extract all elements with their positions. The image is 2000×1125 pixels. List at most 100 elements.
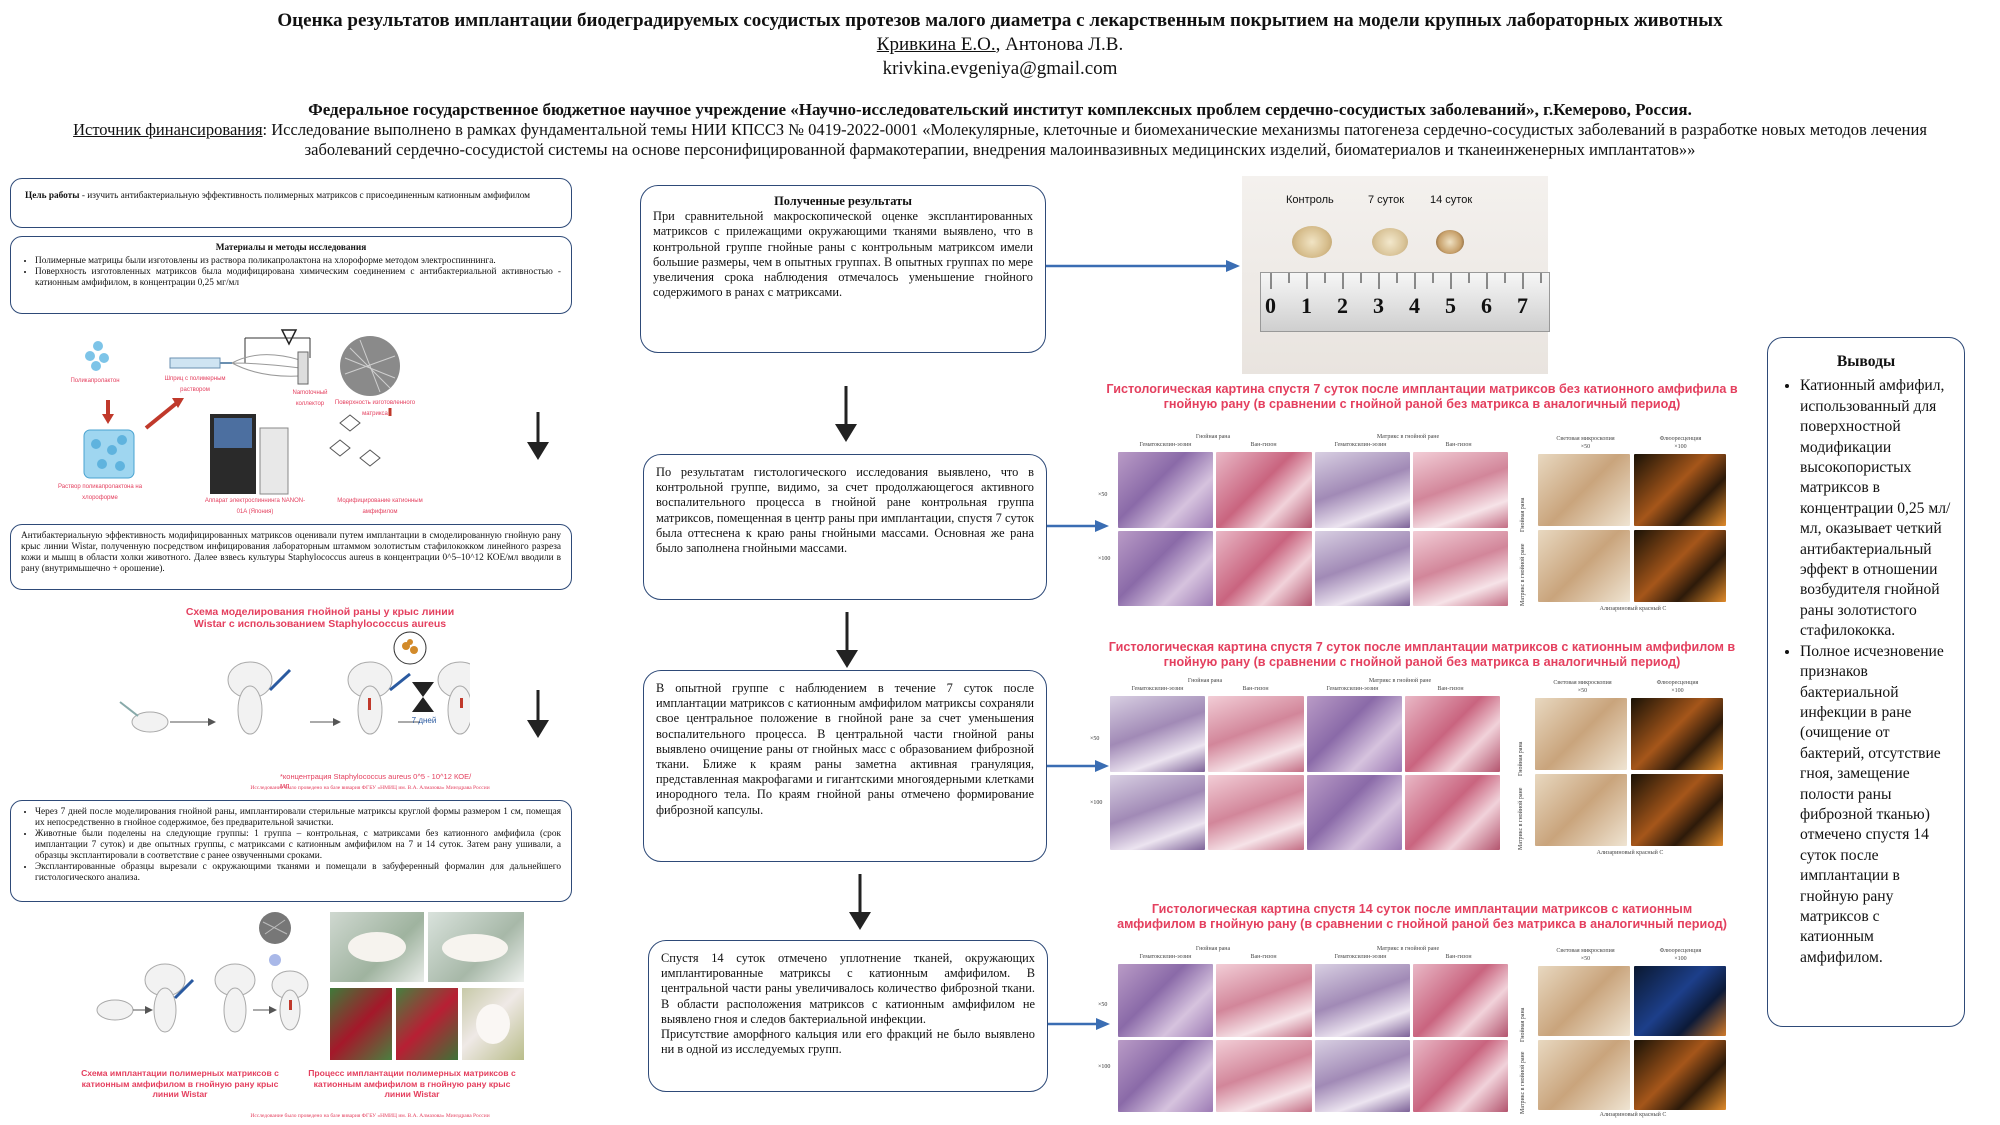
scheme1-days: 7 дней <box>411 716 437 725</box>
ruler-ticks <box>1270 273 1542 289</box>
methods-list: Полимерные матрицы были изготовлены из р… <box>21 256 561 289</box>
fluorescence-image <box>1634 966 1726 1036</box>
right-arrow-icon <box>1047 760 1109 772</box>
side-row-label: Гнойная рана <box>1518 741 1524 776</box>
histology-image <box>1118 964 1214 1037</box>
grid-header: Матрикс в гнойной ране <box>1376 434 1440 440</box>
funding-text: : Исследование выполнено в рамках фундам… <box>262 120 1927 159</box>
mag-label: ×50 <box>1098 1002 1108 1008</box>
poster-title: Оценка результатов имплантации биодеград… <box>277 10 1723 31</box>
ruler: 0 1 2 3 4 5 6 7 <box>1260 272 1550 332</box>
label-collector: Namotочный коллектор <box>292 390 328 407</box>
microscopy-image <box>1538 1040 1630 1110</box>
efficacy-text: Антибактериальную эффективность модифици… <box>21 531 561 574</box>
side-sub: ×100 <box>1671 688 1684 694</box>
fluorescence-image <box>1634 530 1726 602</box>
photo-rat-3 <box>462 988 524 1060</box>
side-sub: ×100 <box>1674 956 1687 962</box>
side-sub: ×50 <box>1577 688 1588 694</box>
side-row-label: Матрикс в гнойной ране <box>1520 1051 1526 1114</box>
label-pcl: Поликапролактон <box>70 378 120 384</box>
conclusion-item: Катионный амфифил, использованный для по… <box>1800 376 1954 641</box>
histology-image <box>1314 530 1410 606</box>
mag-label: ×50 <box>1090 736 1100 742</box>
histology-image <box>1118 530 1214 606</box>
conclusion-item: Полное исчезновение признаков бактериаль… <box>1800 642 1954 969</box>
conclusions-box: Выводы Катионный амфифил, использованный… <box>1767 337 1965 1027</box>
histology-image <box>1216 1039 1312 1112</box>
methods-box: Материалы и методы исследования Полимерн… <box>10 236 572 314</box>
funding-label: Источник финансирования <box>73 120 263 139</box>
histology-text: По результатам гистологического исследов… <box>656 465 1034 556</box>
electrospinning-illustration <box>83 329 400 495</box>
sample-14d <box>1436 230 1464 254</box>
ruler-num: 0 <box>1265 293 1276 318</box>
exp14-text-2: Присутствие аморфного кальция или его фр… <box>661 1027 1035 1057</box>
side-header: Световая микроскопия <box>1556 948 1615 954</box>
grid-header: Гнойная рана <box>1187 678 1223 684</box>
results-box: Полученные результаты При сравнительной … <box>640 185 1046 353</box>
side-row-label: Гнойная рана <box>1520 1007 1526 1042</box>
down-arrow-icon <box>527 412 549 460</box>
side-header: Световая микроскопия <box>1553 680 1612 686</box>
fluorescence-image <box>1631 698 1723 770</box>
microscopy-image <box>1535 774 1627 846</box>
author-email: krivkina.evgeniya@gmail.com <box>882 58 1118 79</box>
histology-panel-3: ×50 ×100 Гнойная рана Матрикс в гнойной … <box>1098 946 1758 1122</box>
histology-panel-1-title: Гистологическая картина спустя 7 суток п… <box>1106 382 1738 411</box>
scheme1-source: Исследование было проведено на базе вива… <box>250 785 490 791</box>
photo-wound-1 <box>330 988 392 1060</box>
fluorescence-image <box>1634 1040 1726 1110</box>
label-apparatus: Аппарат электроспиннинга NANON-01A (Япон… <box>204 498 306 515</box>
methods-title: Материалы и методы исследования <box>215 243 367 253</box>
conclusions-title: Выводы <box>1836 353 1896 370</box>
right-arrow-icon <box>1046 260 1240 272</box>
histology-image <box>1404 774 1500 850</box>
label-syringe: Шприц с полимерным раствором <box>164 376 226 393</box>
microscopy-image <box>1538 966 1630 1036</box>
scheme1-note: *концентрация Staphylococcus aureus 0^5 … <box>280 772 472 790</box>
grid-header: Гнойная рана <box>1195 946 1231 952</box>
label-amphiphile: Модифицирование катионным амфифилом <box>337 498 423 515</box>
side-row-label: Матрикс в гнойной ране <box>1518 787 1524 850</box>
microscopy-image <box>1535 698 1627 770</box>
exp7-text: В опытной группе с наблюдением в течение… <box>656 681 1034 817</box>
fluorescence-image <box>1631 774 1723 846</box>
side-header: Флюоресценция <box>1659 436 1702 442</box>
histology-image <box>1314 452 1410 528</box>
grid-subheader: Ван-гизон <box>1437 686 1464 692</box>
author-1: Кривкина Е.О. <box>876 34 996 55</box>
mag-label: ×100 <box>1098 556 1111 562</box>
alizarin-label: Ализариновый красный С <box>1599 606 1667 612</box>
photo-label-control: Контроль <box>1286 194 1334 206</box>
ruler-num: 7 <box>1517 293 1528 318</box>
procedure-item: Через 7 дней после моделирования гнойной… <box>35 807 561 829</box>
histology-grid <box>1118 964 1508 1112</box>
down-arrow-icon <box>849 874 871 930</box>
histology-image <box>1412 1039 1508 1112</box>
histology-image <box>1314 964 1410 1037</box>
ruler-num: 1 <box>1301 293 1312 318</box>
grid-subheader: Гематоксилин-эозин <box>1139 442 1192 448</box>
authors: Кривкина Е.О., Антонова Л.В. <box>40 34 1960 56</box>
histology-image <box>1208 696 1304 772</box>
methods-item: Поверхность изготовленных матриксов была… <box>35 267 561 289</box>
histology-image <box>1412 452 1508 528</box>
electrospinning-figure: Поликапролактон Раствор поликапролактона… <box>58 318 440 518</box>
procedure-box: Через 7 дней после моделирования гнойной… <box>10 800 572 902</box>
results-text: При сравнительной макроскопической оценк… <box>653 209 1033 300</box>
grid-subheader: Гематоксилин-эозин <box>1334 442 1387 448</box>
histology-grid <box>1110 696 1500 850</box>
histology-box: По результатам гистологического исследов… <box>643 454 1047 600</box>
grid-subheader: Ван-гизон <box>1445 442 1472 448</box>
grid-subheader: Ван-гизон <box>1242 686 1269 692</box>
implantation-scheme-caption: Схема имплантации полимерных матриксов с… <box>81 1068 279 1099</box>
grid-subheader: Ван-гизон <box>1250 442 1277 448</box>
author-separator: , <box>995 34 1006 55</box>
photo-rat-1 <box>330 912 424 982</box>
procedure-list: Через 7 дней после моделирования гнойной… <box>21 807 561 884</box>
grid-header: Матрикс в гнойной ране <box>1376 946 1440 952</box>
exp7-box: В опытной группе с наблюдением в течение… <box>643 670 1047 862</box>
procedure-item: Животные были поделены на следующие груп… <box>35 829 561 862</box>
down-arrow-icon <box>835 386 857 442</box>
